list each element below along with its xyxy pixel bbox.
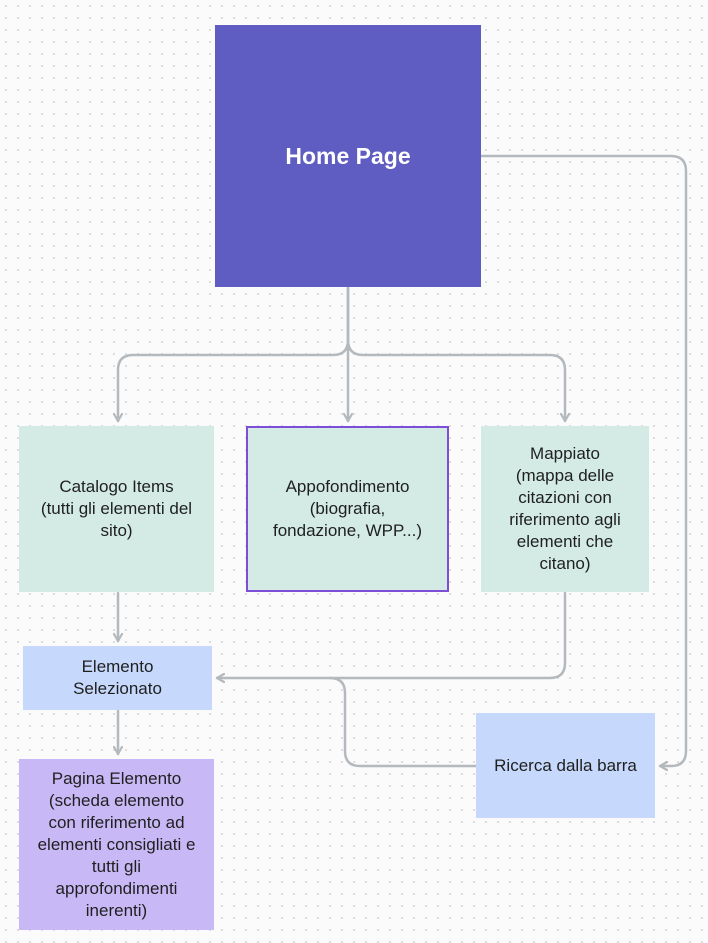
node-pagina-elemento: Pagina Elemento (scheda elemento con rif… — [19, 759, 214, 930]
node-home-page: Home Page — [215, 25, 481, 287]
node-home-page-label: Home Page — [285, 143, 411, 169]
edge-home-catalogo — [118, 286, 350, 423]
node-pagina-elemento-label: Pagina Elemento (scheda elemento con rif… — [37, 768, 196, 920]
node-mappiato-label: Mappiato (mappa delle citazioni con rife… — [509, 444, 621, 573]
edge-home-ricerca — [479, 154, 688, 766]
edge-ricerca-elemento — [328, 676, 478, 768]
node-elemento-selezionato: Elemento Selezionato — [23, 646, 212, 710]
node-appofondimento: Appofondimento (biografia, fondazione, W… — [246, 426, 449, 592]
node-ricerca-dalla-barra: Ricerca dalla barra — [476, 713, 655, 818]
edge-home-mappiato — [346, 286, 565, 423]
node-ricerca-dalla-barra-label: Ricerca dalla barra — [494, 755, 637, 775]
node-appofondimento-label: Appofondimento (biografia, fondazione, W… — [273, 477, 422, 540]
edge-mappiato-elemento — [215, 591, 567, 678]
node-catalogo-items-label: Catalogo Items (tutti gli elementi del s… — [40, 477, 193, 540]
node-elemento-selezionato-label: Elemento Selezionato — [73, 657, 162, 698]
node-catalogo-items: Catalogo Items (tutti gli elementi del s… — [19, 426, 214, 592]
node-mappiato: Mappiato (mappa delle citazioni con rife… — [481, 426, 649, 592]
